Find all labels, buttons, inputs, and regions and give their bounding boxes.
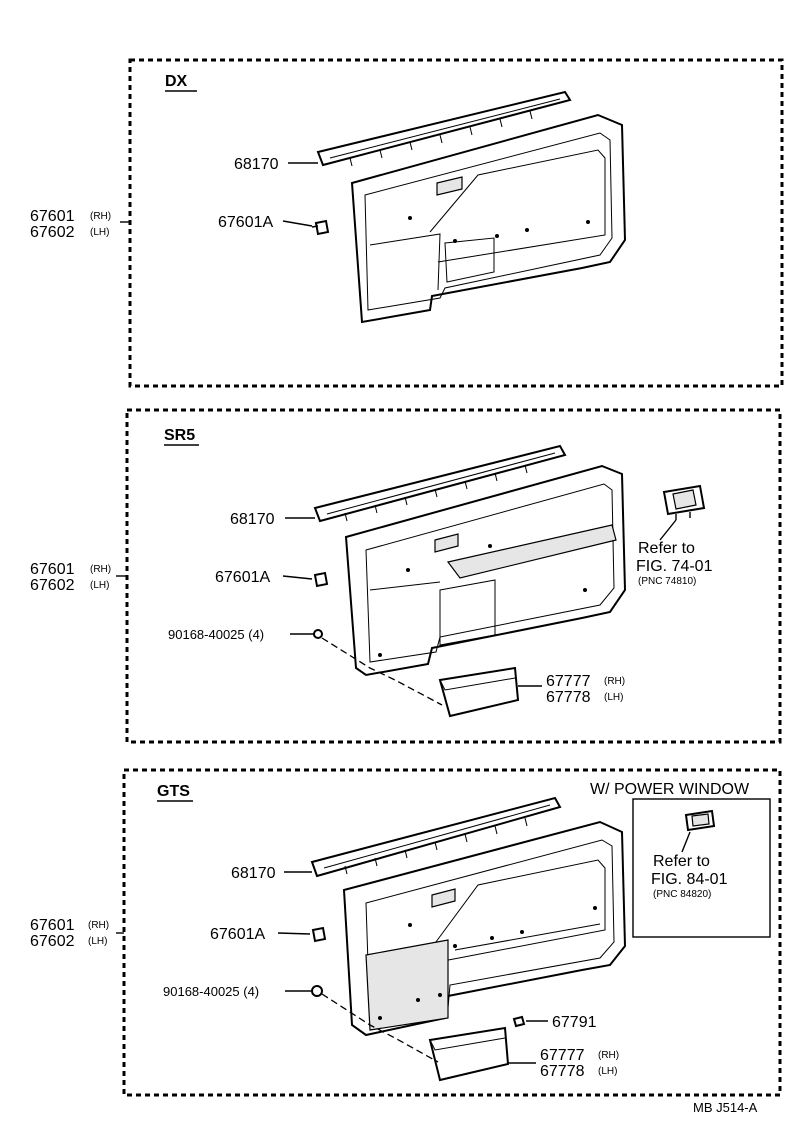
sr5-molding-strip — [313, 444, 567, 523]
gts-pocket — [428, 1026, 510, 1082]
dx-section: DX — [30, 58, 784, 388]
gts-label-pocket-rh: 67777 — [540, 1047, 585, 1064]
gts-frame — [122, 768, 782, 1097]
sr5-title: SR5 — [164, 427, 195, 444]
sr5-refer-to: Refer to — [638, 540, 695, 557]
dx-frame — [128, 58, 784, 388]
gts-label-screw: 90168-40025 (4) — [163, 984, 259, 999]
sr5-label-clip: 67601A — [215, 569, 270, 586]
dx-leader-clip — [282, 220, 313, 227]
sr5-clip-icon — [313, 571, 329, 588]
sr5-label-pocket-lh: 67778 — [546, 689, 591, 706]
gts-label-lh: (LH) — [88, 936, 107, 947]
dx-molding-strip — [316, 90, 572, 167]
gts-label-cover: 67791 — [552, 1014, 597, 1031]
dx-label-rh: (RH) — [90, 211, 111, 222]
gts-power-window-box — [632, 798, 771, 938]
gts-label-rh: (RH) — [88, 920, 109, 931]
dx-label-panel-lh: 67602 — [30, 224, 75, 241]
gts-label-pocket-rh-side: (RH) — [598, 1050, 619, 1061]
sr5-label-pocket-rh: 67777 — [546, 673, 591, 690]
dx-clip-icon — [311, 219, 330, 236]
gts-clip-icon — [311, 926, 327, 943]
sr5-screw-icon — [313, 629, 323, 639]
sr5-leader-switch — [659, 519, 677, 541]
gts-power-window-label: W/ POWER WINDOW — [590, 781, 750, 798]
dx-label-lh: (LH) — [90, 227, 109, 238]
sr5-pocket — [438, 666, 520, 718]
gts-label-clip: 67601A — [210, 926, 265, 943]
gts-leader-clip — [277, 932, 311, 935]
gts-label-molding: 68170 — [231, 865, 276, 882]
sr5-label-panel-lh: 67602 — [30, 577, 75, 594]
gts-leader-switch — [681, 831, 691, 853]
sr5-fig-ref: FIG. 74-01 — [636, 558, 713, 575]
sr5-leader-clip — [282, 575, 313, 580]
sr5-label-rh: (RH) — [90, 564, 111, 575]
sr5-label-screw: 90168-40025 (4) — [168, 627, 264, 642]
gts-cover-icon — [512, 1015, 526, 1028]
sr5-label-pocket-lh-side: (LH) — [604, 692, 623, 703]
gts-label-panel-rh: 67601 — [30, 917, 75, 934]
sr5-label-molding: 68170 — [230, 511, 275, 528]
dx-label-panel-rh: 67601 — [30, 208, 75, 225]
gts-power-window-switch-icon — [684, 809, 716, 832]
footer-code: MB J514-A — [693, 1100, 758, 1115]
gts-molding-strip — [310, 796, 562, 878]
dx-label-molding: 68170 — [234, 156, 279, 173]
gts-screw-icon — [311, 985, 323, 997]
sr5-door-panel — [344, 464, 627, 677]
gts-label-pocket-lh: 67778 — [540, 1063, 585, 1080]
gts-door-panel — [342, 820, 627, 1037]
gts-title: GTS — [157, 783, 190, 800]
gts-label-pocket-lh-side: (LH) — [598, 1066, 617, 1077]
dx-label-clip: 67601A — [218, 214, 273, 231]
gts-label-panel-lh: 67602 — [30, 933, 75, 950]
sr5-label-lh: (LH) — [90, 580, 109, 591]
sr5-pnc-ref: (PNC 74810) — [638, 576, 696, 587]
gts-screw-dashline — [321, 993, 439, 1063]
sr5-label-panel-rh: 67601 — [30, 561, 75, 578]
sr5-power-window-switch-icon — [662, 484, 706, 520]
gts-pnc-ref: (PNC 84820) — [653, 889, 711, 900]
gts-fig-ref: FIG. 84-01 — [651, 871, 728, 888]
sr5-screw-dashline — [321, 637, 443, 706]
sr5-label-pocket-rh-side: (RH) — [604, 676, 625, 687]
dx-title: DX — [165, 73, 188, 90]
dx-door-panel — [350, 113, 627, 324]
gts-refer-to: Refer to — [653, 853, 710, 870]
gts-section: GTS W/ POWER WINDOW Refer to FIG. 84-01 … — [30, 768, 782, 1097]
sr5-section: SR5 — [30, 408, 782, 744]
